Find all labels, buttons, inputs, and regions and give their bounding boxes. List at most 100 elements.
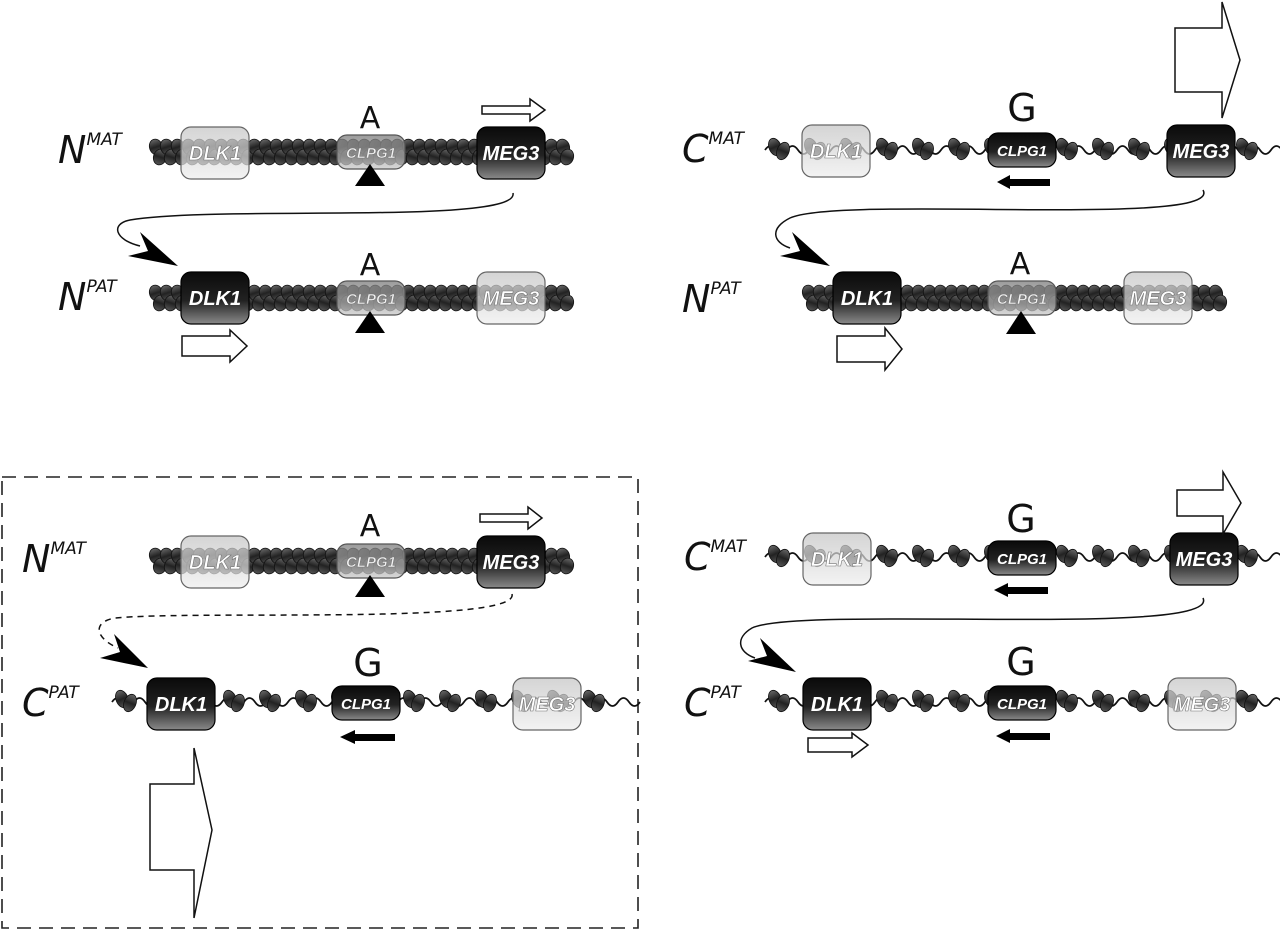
meg3-gene-label: MEG3 (1173, 141, 1230, 163)
imprinting-connector-dashed (98, 593, 513, 649)
meg3-gene-box (1169, 532, 1239, 586)
meg3-expression-arrow (481, 97, 547, 123)
meg3-expression-arrow (1176, 469, 1242, 537)
nucleosome (1064, 693, 1078, 713)
maternal-chromosome: DLK1 CLPG1 MEG3 (764, 124, 1280, 178)
nucleosome (591, 693, 605, 713)
meg3-gene-label: MEG3 (519, 694, 576, 716)
maternal-allele-label: G (1007, 86, 1036, 130)
meg3-gene-box (512, 677, 582, 731)
nucleosome (1100, 548, 1114, 568)
meg3-gene-box (476, 126, 546, 180)
meg3-expression-arrow (479, 505, 544, 531)
maternal-label: NMAT (58, 128, 123, 172)
nucleosome (956, 548, 970, 568)
connector-arrowhead (100, 634, 148, 668)
clpg1-gene-label: CLPG1 (341, 696, 391, 713)
dlk1-gene-box (832, 271, 902, 325)
nucleosome (559, 148, 575, 166)
nucleosome (231, 693, 245, 713)
nucleosome (411, 693, 425, 713)
meg3-gene-box (1167, 677, 1237, 731)
meg3-gene-box (476, 535, 546, 589)
dlk1-expression-arrow (836, 325, 903, 373)
meg3-gene-box (1166, 124, 1236, 178)
dlk1-gene-label: DLK1 (189, 552, 241, 574)
maternal-label: CMAT (684, 535, 748, 579)
nucleosome (1244, 141, 1258, 161)
connector-arrowhead (748, 638, 796, 672)
nucleosome (920, 141, 934, 161)
nucleosome (303, 693, 317, 713)
dlk1-expression-arrow-large (149, 747, 213, 919)
nucleosome (1100, 693, 1114, 713)
connector-arrowhead (780, 232, 830, 266)
dlk1-gene-label: DLK1 (811, 549, 863, 571)
meg3-gene-label: MEG3 (1176, 549, 1233, 571)
clpg1-gene-label: CLPG1 (346, 554, 396, 571)
clpg1-gene-box (331, 685, 401, 721)
paternal-allele-label: G (1006, 640, 1035, 684)
nucleosome (483, 693, 497, 713)
dlk1-gene-box (180, 126, 250, 180)
nucleosome (559, 294, 575, 312)
nucleosome (1136, 548, 1150, 568)
nucleosome (123, 693, 137, 713)
clpg1-gene-label: CLPG1 (346, 291, 396, 308)
dlk1-gene-label: DLK1 (811, 694, 863, 716)
meg3-gene-label: MEG3 (483, 143, 540, 165)
imprinting-connector (775, 189, 1205, 249)
dlk1-gene-box (180, 271, 250, 325)
maternal-allele-label: A (360, 101, 381, 136)
dlk1-gene-label: DLK1 (841, 288, 893, 310)
clpg1-gene-box (987, 132, 1057, 168)
maternal-chromosome: DLK1 CLPG1 MEG3 (764, 532, 1280, 586)
clpg1-antisense-arrow (996, 729, 1050, 743)
paternal-allele-label: G (353, 641, 382, 685)
meg3-gene-label: MEG3 (483, 552, 540, 574)
nucleosome (776, 141, 790, 161)
paternal-chromosome: DLK1 CLPG1 MEG3 (801, 271, 1228, 325)
clpg1-gene-label: CLPG1 (997, 551, 1047, 568)
nucleosome (956, 141, 970, 161)
nucleosome (1244, 548, 1258, 568)
connector-arrowhead (128, 232, 178, 266)
paternal-allele-label: A (1010, 247, 1031, 282)
maternal-allele-label: A (360, 509, 381, 544)
dlk1-gene-label: DLK1 (810, 141, 862, 163)
clpg1-gene-label: CLPG1 (997, 143, 1047, 160)
methylation-triangle (355, 575, 385, 597)
clpg1-gene-box (987, 540, 1057, 576)
dashed-highlight-box (1, 476, 639, 929)
dlk1-expression-arrow-small (807, 731, 870, 759)
nucleosome (1136, 693, 1150, 713)
methylation-triangle (355, 311, 385, 333)
paternal-chromosome: DLK1 CLPG1 MEG3 (111, 677, 641, 731)
maternal-chromosome: DLK1 CLPG1 MEG3 (148, 535, 575, 589)
dlk1-gene-box (801, 124, 871, 178)
maternal-label: CMAT (682, 127, 746, 171)
dlk1-gene-label: DLK1 (155, 694, 207, 716)
clpg1-gene-label: CLPG1 (997, 291, 1047, 308)
nucleosome (956, 693, 970, 713)
nucleosome (447, 693, 461, 713)
clpg1-gene-label: CLPG1 (997, 696, 1047, 713)
dlk1-gene-box (180, 535, 250, 589)
methylation-triangle (1006, 311, 1036, 334)
maternal-label: NMAT (22, 537, 87, 581)
paternal-allele-label: A (360, 248, 381, 283)
meg3-gene-label: MEG3 (1130, 288, 1187, 310)
clpg1-antisense-arrow (340, 730, 395, 744)
dlk1-gene-box (802, 677, 872, 731)
methylation-triangle (355, 164, 385, 186)
nucleosome (1136, 141, 1150, 161)
nucleosome (1064, 141, 1078, 161)
nucleosome (1064, 548, 1078, 568)
paternal-label: CPAT (684, 681, 742, 725)
